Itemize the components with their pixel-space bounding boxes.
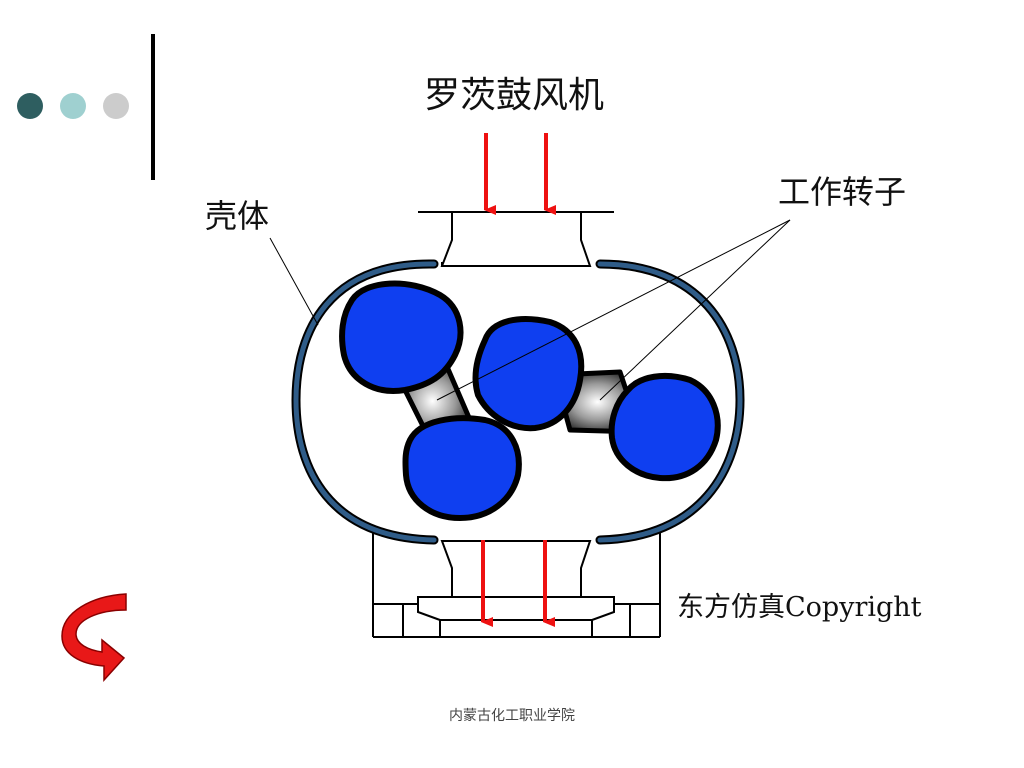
header-dot-dark	[17, 93, 43, 119]
left-rotor	[339, 280, 522, 521]
casing	[291, 259, 745, 545]
flow-arrows	[481, 133, 556, 627]
right-rotor	[472, 316, 721, 482]
outlet-base	[372, 532, 661, 638]
diagram-title: 罗茨鼓风机	[424, 75, 605, 116]
header-dot-mid	[60, 93, 86, 119]
inlet-flange	[418, 211, 614, 267]
shell-label: 壳体	[205, 197, 270, 235]
copyright-label: 东方仿真Copyright	[677, 592, 922, 623]
rotor-label: 工作转子	[778, 173, 907, 211]
curved-return-arrow-icon[interactable]	[52, 588, 132, 684]
header-dot-light	[103, 93, 129, 119]
header-divider	[151, 34, 155, 180]
footer-text: 内蒙古化工职业学院	[449, 708, 575, 724]
leader-lines	[269, 219, 791, 401]
